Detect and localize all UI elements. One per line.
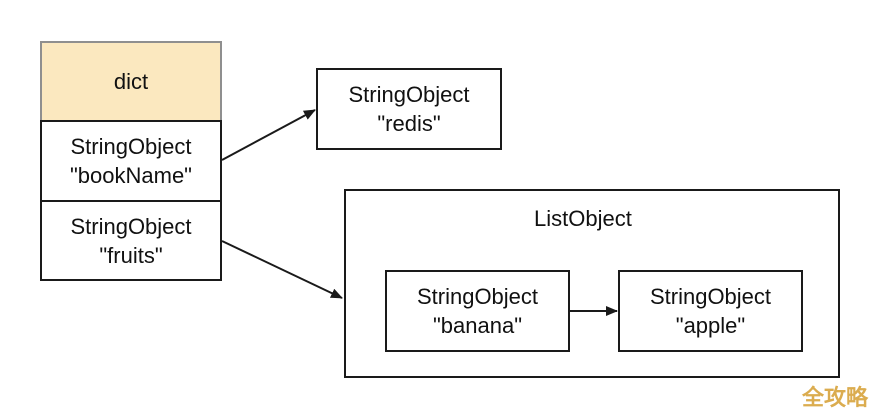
list-item-value-label: "banana" bbox=[432, 313, 523, 338]
list-item-type-label: StringObject bbox=[416, 284, 539, 309]
listobject-title: ListObject bbox=[534, 206, 632, 231]
redis-stringobject-box: StringObject "redis" bbox=[316, 68, 502, 150]
listobject-item-apple: StringObject "apple" bbox=[618, 270, 803, 352]
list-item-value-label: "apple" bbox=[675, 313, 746, 338]
redis-type-label: StringObject bbox=[348, 82, 470, 107]
dict-header-label: dict bbox=[113, 69, 149, 94]
dict-header-box: dict bbox=[40, 41, 222, 122]
dict-row-type-label: StringObject bbox=[70, 213, 192, 239]
listobject-item-banana: StringObject "banana" bbox=[385, 270, 570, 352]
dict-row-type-label: StringObject bbox=[70, 134, 192, 159]
watermark-logo: 全攻略 bbox=[801, 386, 868, 411]
dict-row-value-label: "bookName" bbox=[69, 163, 192, 188]
redis-value-label: "redis" bbox=[377, 111, 441, 136]
dict-row-bookname: StringObject "bookName" bbox=[40, 120, 222, 202]
list-item-type-label: StringObject bbox=[649, 284, 772, 309]
arrow-bookname-to-redis bbox=[221, 109, 316, 161]
dict-row-fruits: StringObject "fruits" bbox=[40, 200, 222, 281]
listobject-container bbox=[344, 189, 840, 378]
arrow-fruits-to-listobject bbox=[221, 240, 343, 299]
dict-row-value-label: "fruits" bbox=[99, 242, 163, 268]
